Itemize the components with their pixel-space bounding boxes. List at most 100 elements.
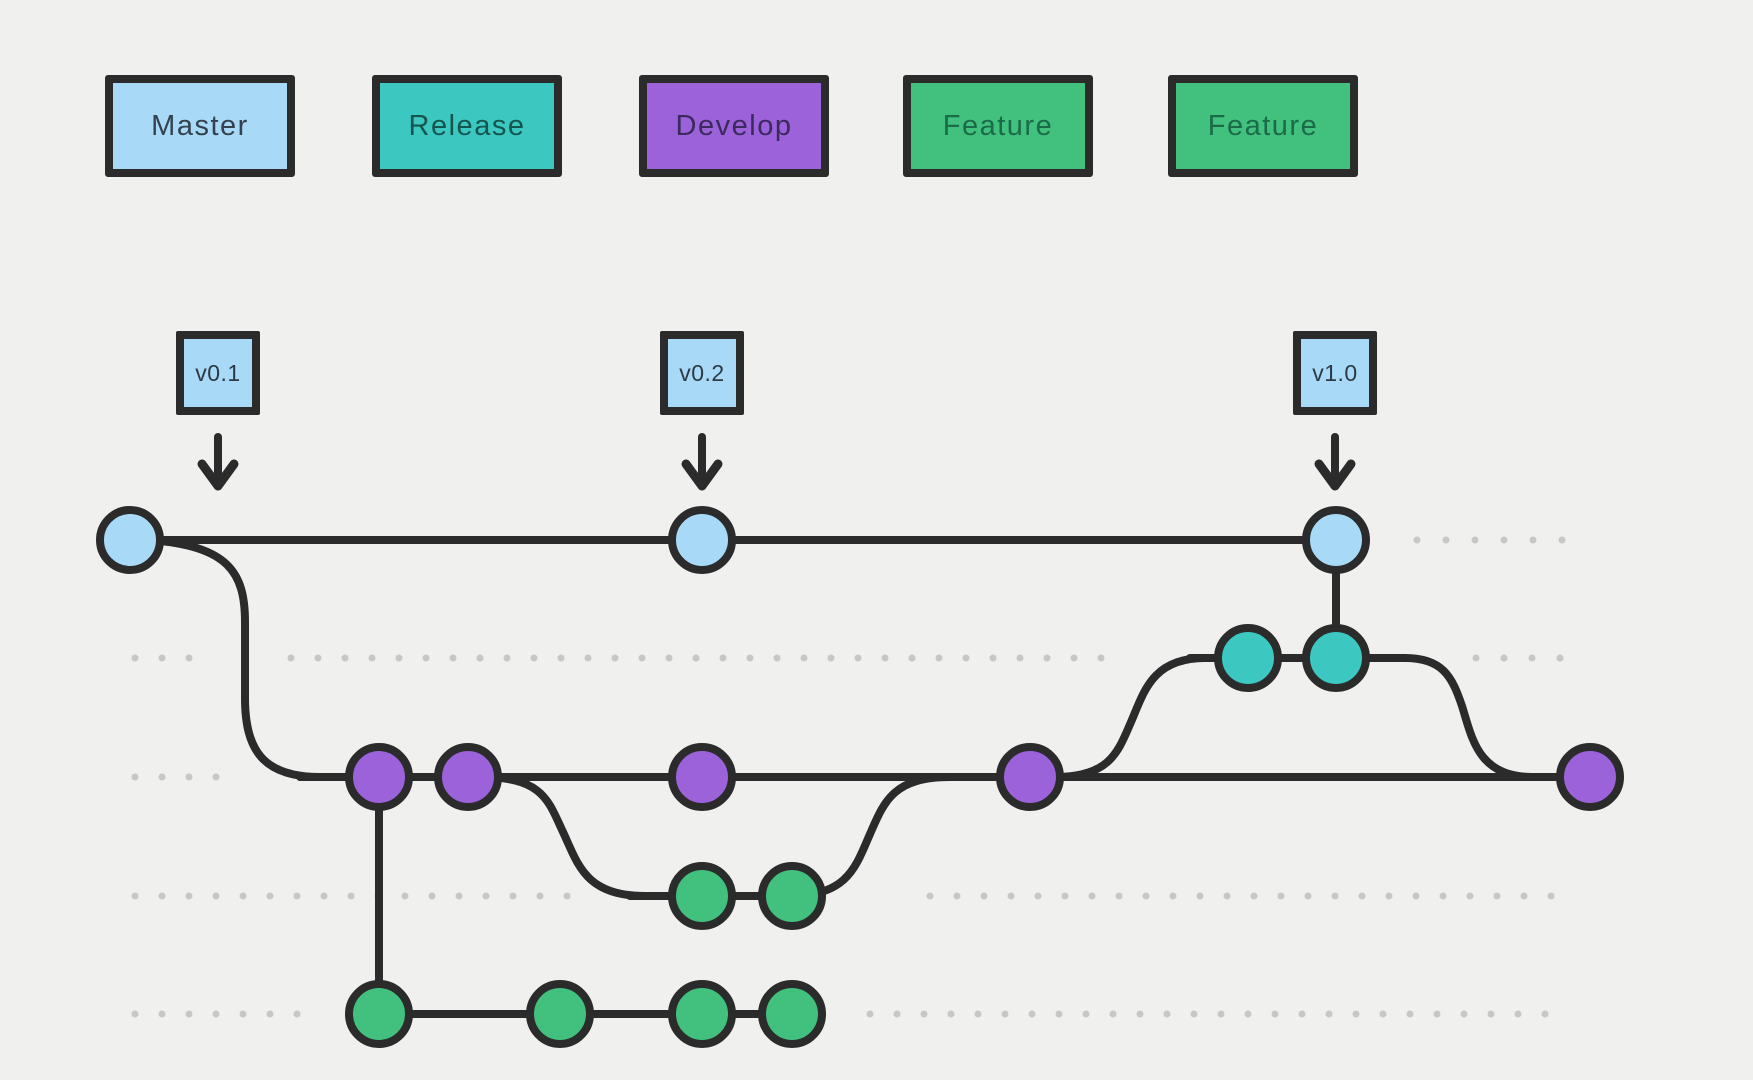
develop-commit-node xyxy=(668,743,736,811)
feature1-right-dots-dot xyxy=(1493,892,1501,900)
release-left-dots-b-dot xyxy=(773,654,781,662)
feature1-right-dots-dot xyxy=(1250,892,1258,900)
develop-commit-node xyxy=(1556,743,1624,811)
master-right-dots-dot xyxy=(1471,536,1479,544)
release-left-dots-b-dot xyxy=(287,654,295,662)
feature2-right-dots-dot xyxy=(1325,1010,1333,1018)
release-left-dots-a-dot xyxy=(158,654,166,662)
release-left-dots-b-dot xyxy=(1097,654,1105,662)
feature1-left-dots-dot xyxy=(347,892,355,900)
feature2-left-dots-dot xyxy=(239,1010,247,1018)
develop-left-dots-dot xyxy=(212,773,220,781)
release-left-dots-b-dot xyxy=(962,654,970,662)
feature1-right-dots-dot xyxy=(1169,892,1177,900)
tag-arrow-head-2 xyxy=(1314,459,1356,491)
develop-to-feature1-branch xyxy=(476,773,649,900)
release-left-dots-b-dot xyxy=(746,654,754,662)
feature1-right-dots-dot xyxy=(1142,892,1150,900)
feature1-left-dots-dot xyxy=(455,892,463,900)
master-commit-node xyxy=(96,506,164,574)
feature1-right-dots-dot xyxy=(1088,892,1096,900)
feature2-right-dots-dot xyxy=(920,1010,928,1018)
feature2-right-dots-dot xyxy=(1136,1010,1144,1018)
feature2-right-dots-dot xyxy=(893,1010,901,1018)
feature2-right-dots-dot xyxy=(866,1010,874,1018)
feature1-left-dots-dot xyxy=(428,892,436,900)
feature1-right-dots-dot xyxy=(1439,892,1447,900)
release-left-dots-b-dot xyxy=(584,654,592,662)
feature1-left-dots-dot xyxy=(536,892,544,900)
feature1-right-dots-dot xyxy=(1196,892,1204,900)
feature2-commit-node xyxy=(526,980,594,1048)
feature1-right-dots-dot xyxy=(953,892,961,900)
master-right-dots-dot xyxy=(1500,536,1508,544)
feature2-right-dots-dot xyxy=(1433,1010,1441,1018)
feature2-right-dots-dot xyxy=(974,1010,982,1018)
master-right-dots-dot xyxy=(1442,536,1450,544)
feature1-right-dots-dot xyxy=(1466,892,1474,900)
feature2-commit-node xyxy=(345,980,413,1048)
feature2-right-dots-dot xyxy=(1541,1010,1549,1018)
feature2-right-dots-dot xyxy=(1082,1010,1090,1018)
feature1-left-dots-dot xyxy=(482,892,490,900)
release-left-dots-b-dot xyxy=(1043,654,1051,662)
release-left-dots-b-dot xyxy=(503,654,511,662)
version-tag-v0-2: v0.2 xyxy=(660,331,744,415)
release-commit-node xyxy=(1302,624,1370,692)
feature1-right-dots-dot xyxy=(1412,892,1420,900)
version-tag-v0-1: v0.1 xyxy=(176,331,260,415)
master-to-develop-branch xyxy=(146,536,324,781)
version-tag-label-v0-2: v0.2 xyxy=(679,359,725,386)
release-left-dots-b-dot xyxy=(908,654,916,662)
legend-label-develop: Develop xyxy=(675,109,793,142)
feature1-left-dots-dot xyxy=(239,892,247,900)
feature1-left-dots-dot xyxy=(212,892,220,900)
feature1-right-dots-dot xyxy=(980,892,988,900)
release-merge-curve xyxy=(1332,654,1536,781)
master-right-dots-dot xyxy=(1413,536,1421,544)
feature1-left-dots-dot xyxy=(320,892,328,900)
release-left-dots-b-dot xyxy=(1016,654,1024,662)
release-left-dots-b-dot xyxy=(719,654,727,662)
feature2-left-dots-dot xyxy=(158,1010,166,1018)
feature1-commit-node xyxy=(668,862,736,930)
feature1-right-dots-dot xyxy=(1007,892,1015,900)
feature2-right-dots-dot xyxy=(1406,1010,1414,1018)
legend-box-feature-2: Feature xyxy=(1168,75,1358,177)
develop-left-dots-dot xyxy=(131,773,139,781)
feature1-right-dots-dot xyxy=(1331,892,1339,900)
feature2-right-dots-dot xyxy=(1244,1010,1252,1018)
legend-box-master: Master xyxy=(105,75,295,177)
develop-to-release-branch xyxy=(1051,654,1209,781)
release-commit-node xyxy=(1214,624,1282,692)
version-tag-v1-0: v1.0 xyxy=(1293,331,1377,415)
release-right-dots-dot xyxy=(1556,654,1564,662)
feature2-left-dots-dot xyxy=(131,1010,139,1018)
feature1-right-dots-dot xyxy=(1034,892,1042,900)
release-left-dots-b-dot xyxy=(557,654,565,662)
feature1-left-dots-dot xyxy=(158,892,166,900)
develop-left-dots-dot xyxy=(185,773,193,781)
develop-commit-node xyxy=(996,743,1064,811)
release-right-dots-dot xyxy=(1472,654,1480,662)
master-right-dots-dot xyxy=(1529,536,1537,544)
legend-label-feature-1: Feature xyxy=(942,109,1054,142)
feature2-left-dots-dot xyxy=(212,1010,220,1018)
develop-commit-node xyxy=(434,743,502,811)
legend-box-develop: Develop xyxy=(639,75,829,177)
feature2-right-dots-dot xyxy=(1217,1010,1225,1018)
release-left-dots-b-dot xyxy=(395,654,403,662)
feature1-right-dots-dot xyxy=(1358,892,1366,900)
feature2-right-dots-dot xyxy=(1379,1010,1387,1018)
feature1-left-dots-dot xyxy=(401,892,409,900)
feature1-right-dots-dot xyxy=(1304,892,1312,900)
legend-box-feature-1: Feature xyxy=(903,75,1093,177)
feature2-right-dots-dot xyxy=(1001,1010,1009,1018)
release-left-dots-b-dot xyxy=(665,654,673,662)
feature1-left-dots-dot xyxy=(563,892,571,900)
feature2-right-dots-dot xyxy=(1271,1010,1279,1018)
tag-arrow-head-0 xyxy=(197,459,239,491)
feature2-right-dots-dot xyxy=(1352,1010,1360,1018)
develop-commit-node xyxy=(345,743,413,811)
release-left-dots-b-dot xyxy=(854,654,862,662)
